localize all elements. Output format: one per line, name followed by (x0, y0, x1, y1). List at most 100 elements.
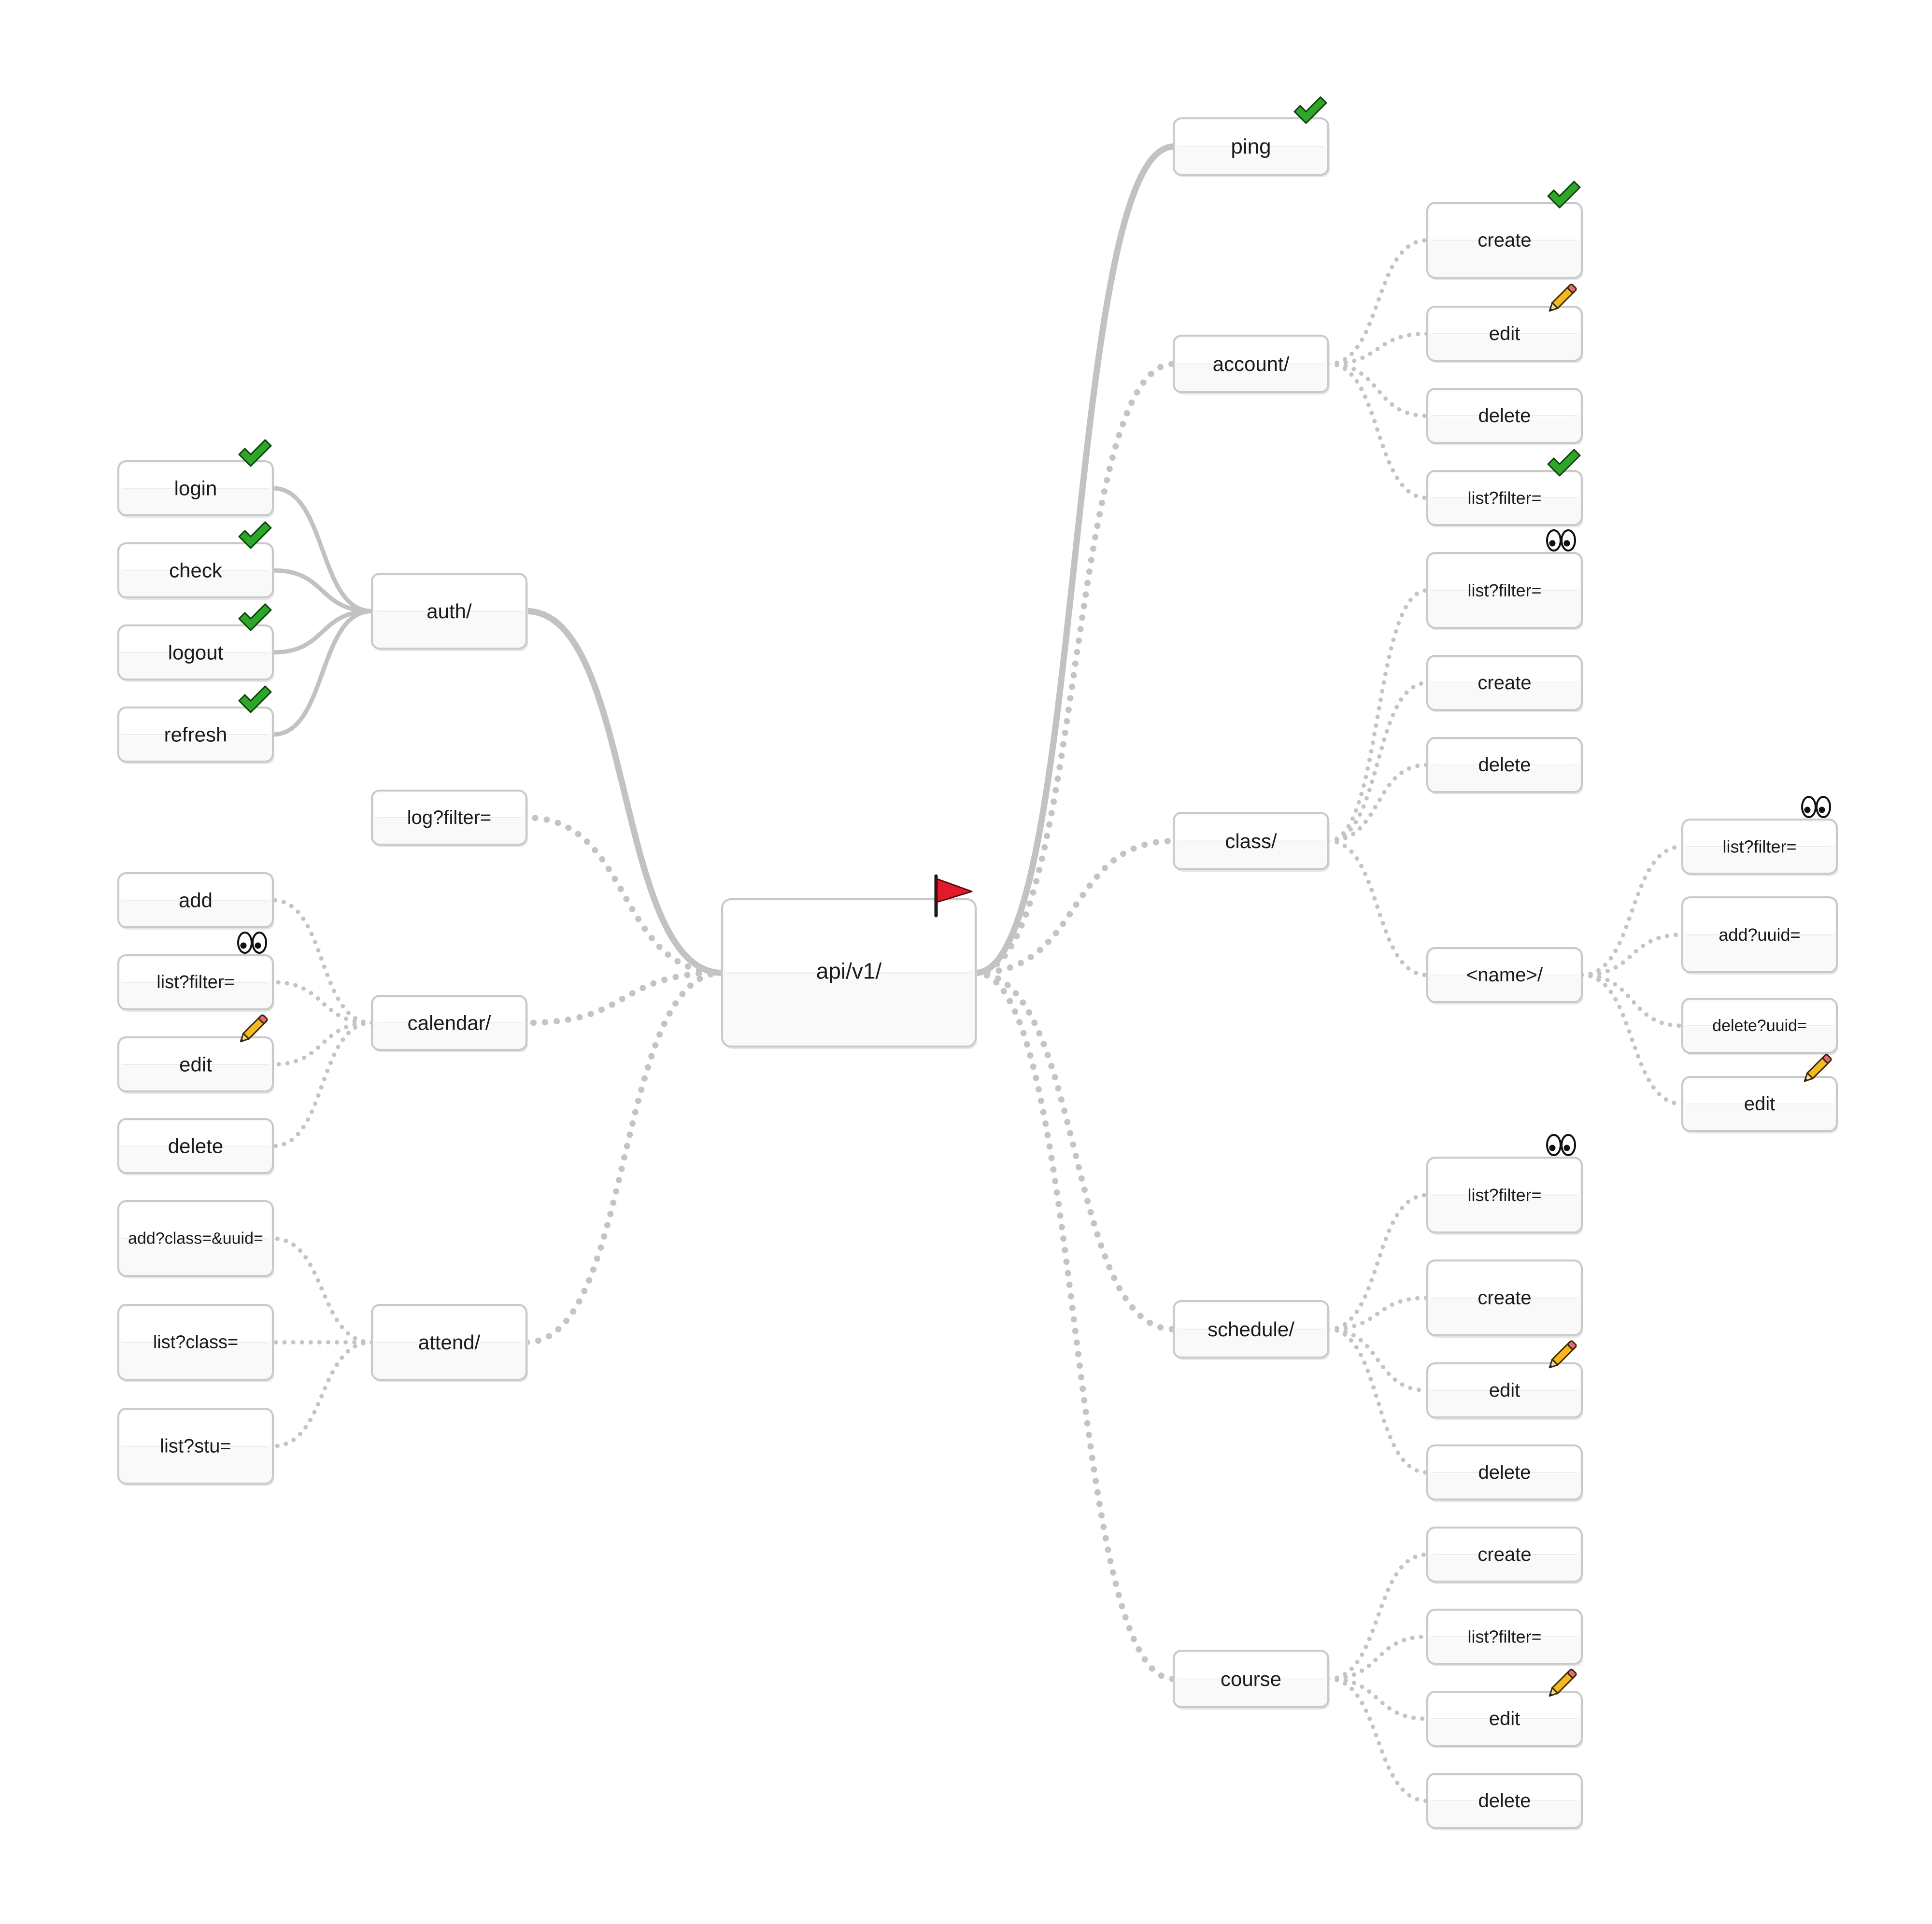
node-auth-refresh[interactable]: refresh (117, 707, 274, 764)
node-sch-edit[interactable]: edit (1426, 1362, 1583, 1420)
node-acc-delete[interactable]: delete (1426, 388, 1583, 445)
node-acc-edit[interactable]: edit (1426, 306, 1583, 363)
connector-course-to-crs-edit (1326, 1677, 1430, 1721)
node-crs-edit[interactable]: edit (1426, 1691, 1583, 1748)
node-schedule[interactable]: schedule/ (1173, 1300, 1330, 1360)
node-auth-login[interactable]: login (117, 460, 274, 518)
node-label: ping (1231, 135, 1271, 158)
node-crs-create[interactable]: create (1426, 1527, 1583, 1584)
node-class[interactable]: class/ (1173, 812, 1330, 872)
check-icon (238, 685, 272, 713)
node-acc-list[interactable]: list?filter= (1426, 470, 1583, 527)
node-name-add[interactable]: add?uuid= (1681, 896, 1838, 975)
node-auth[interactable]: auth/ (371, 573, 528, 651)
node-label: refresh (164, 723, 227, 746)
node-label: list?filter= (1467, 580, 1541, 600)
connector-root-to-schedule (972, 970, 1177, 1332)
node-sch-list[interactable]: list?filter= (1426, 1157, 1583, 1235)
node-cls-name[interactable]: <name>/ (1426, 947, 1583, 1004)
node-auth-check[interactable]: check (117, 542, 274, 600)
node-label: create (1477, 1287, 1531, 1309)
node-cal-add[interactable]: add (117, 872, 274, 930)
connector-schedule-to-sch-create (1326, 1296, 1430, 1331)
node-attend[interactable]: attend/ (371, 1304, 528, 1382)
node-highlight (1684, 1001, 1835, 1027)
connector-calendar-to-cal-edit (270, 1020, 374, 1067)
node-highlight (1429, 1365, 1580, 1391)
node-label: course (1221, 1668, 1281, 1690)
node-cal-edit[interactable]: edit (117, 1036, 274, 1094)
node-crs-delete[interactable]: delete (1426, 1773, 1583, 1830)
node-layer: api/v1/auth/login check logout refresh log?f… (117, 117, 1838, 1830)
node-label: edit (1489, 1708, 1520, 1729)
node-highlight (1684, 821, 1835, 848)
node-highlight (120, 875, 271, 901)
connector-schedule-to-sch-list (1326, 1193, 1430, 1331)
node-att-liststu[interactable]: list?stu= (117, 1408, 274, 1486)
node-att-add[interactable]: add?class=&uuid= (117, 1200, 274, 1278)
node-name-list[interactable]: list?filter= (1681, 819, 1838, 876)
node-highlight (1429, 1160, 1580, 1196)
connector-cls-name-to-name-list (1579, 844, 1685, 977)
node-highlight (1429, 555, 1580, 591)
node-highlight (120, 1203, 271, 1239)
node-label: list?class= (153, 1332, 238, 1353)
red-flag-icon (934, 874, 973, 918)
node-name-delete[interactable]: delete?uuid= (1681, 998, 1838, 1055)
connector-attend-to-att-add (270, 1236, 374, 1344)
node-highlight (1176, 1303, 1326, 1330)
node-label: edit (1744, 1093, 1776, 1115)
node-ping[interactable]: ping (1173, 117, 1330, 177)
node-course[interactable]: course (1173, 1650, 1330, 1710)
node-log[interactable]: log?filter= (371, 790, 528, 847)
check-icon (1293, 96, 1327, 124)
pencil-icon (1548, 1340, 1577, 1369)
connector-account-to-acc-list (1326, 362, 1430, 500)
node-cal-delete[interactable]: delete (117, 1118, 274, 1175)
node-crs-list[interactable]: list?filter= (1426, 1609, 1583, 1666)
node-cls-delete[interactable]: delete (1426, 737, 1583, 794)
connector-cls-name-to-name-add (1579, 933, 1685, 977)
node-cls-list[interactable]: list?filter= (1426, 552, 1583, 630)
node-cal-list[interactable]: list?filter= (117, 954, 274, 1012)
node-label: account/ (1213, 353, 1290, 375)
node-att-listclass[interactable]: list?class= (117, 1304, 274, 1382)
node-name-edit[interactable]: edit (1681, 1076, 1838, 1133)
node-highlight (120, 1039, 271, 1065)
node-label: edit (1489, 323, 1520, 344)
node-label: delete (1478, 754, 1531, 776)
node-highlight (1176, 1653, 1326, 1680)
node-label: schedule/ (1208, 1318, 1294, 1341)
node-sch-create[interactable]: create (1426, 1259, 1583, 1338)
node-label: check (169, 559, 223, 582)
check-icon (238, 603, 272, 631)
node-label: delete?uuid= (1712, 1017, 1807, 1035)
node-label: class/ (1225, 830, 1277, 852)
node-label: add?uuid= (1719, 925, 1800, 945)
node-label: add?class=&uuid= (128, 1230, 263, 1248)
connector-layer (270, 143, 1685, 1803)
node-highlight (1429, 1529, 1580, 1556)
node-label: list?filter= (156, 972, 235, 992)
node-label: edit (179, 1053, 212, 1076)
node-label: create (1477, 1544, 1531, 1565)
node-highlight (1176, 120, 1326, 148)
connector-class-to-cls-list (1326, 588, 1430, 843)
node-acc-create[interactable]: create (1426, 202, 1583, 280)
root-node[interactable]: api/v1/ (721, 898, 977, 1049)
node-cls-create[interactable]: create (1426, 655, 1583, 712)
connector-calendar-to-cal-list (270, 980, 374, 1025)
node-sch-delete[interactable]: delete (1426, 1444, 1583, 1502)
node-auth-logout[interactable]: logout (117, 624, 274, 682)
node-highlight (1429, 1612, 1580, 1638)
node-label: list?stu= (160, 1436, 231, 1457)
node-account[interactable]: account/ (1173, 335, 1330, 395)
node-highlight (1429, 740, 1580, 766)
connector-account-to-acc-delete (1326, 362, 1430, 418)
connector-class-to-cls-create (1326, 680, 1430, 843)
node-calendar[interactable]: calendar/ (371, 995, 528, 1052)
connector-course-to-crs-delete (1326, 1677, 1430, 1803)
node-label: login (174, 477, 217, 500)
node-highlight (120, 709, 271, 736)
node-label: delete (1478, 1790, 1531, 1811)
